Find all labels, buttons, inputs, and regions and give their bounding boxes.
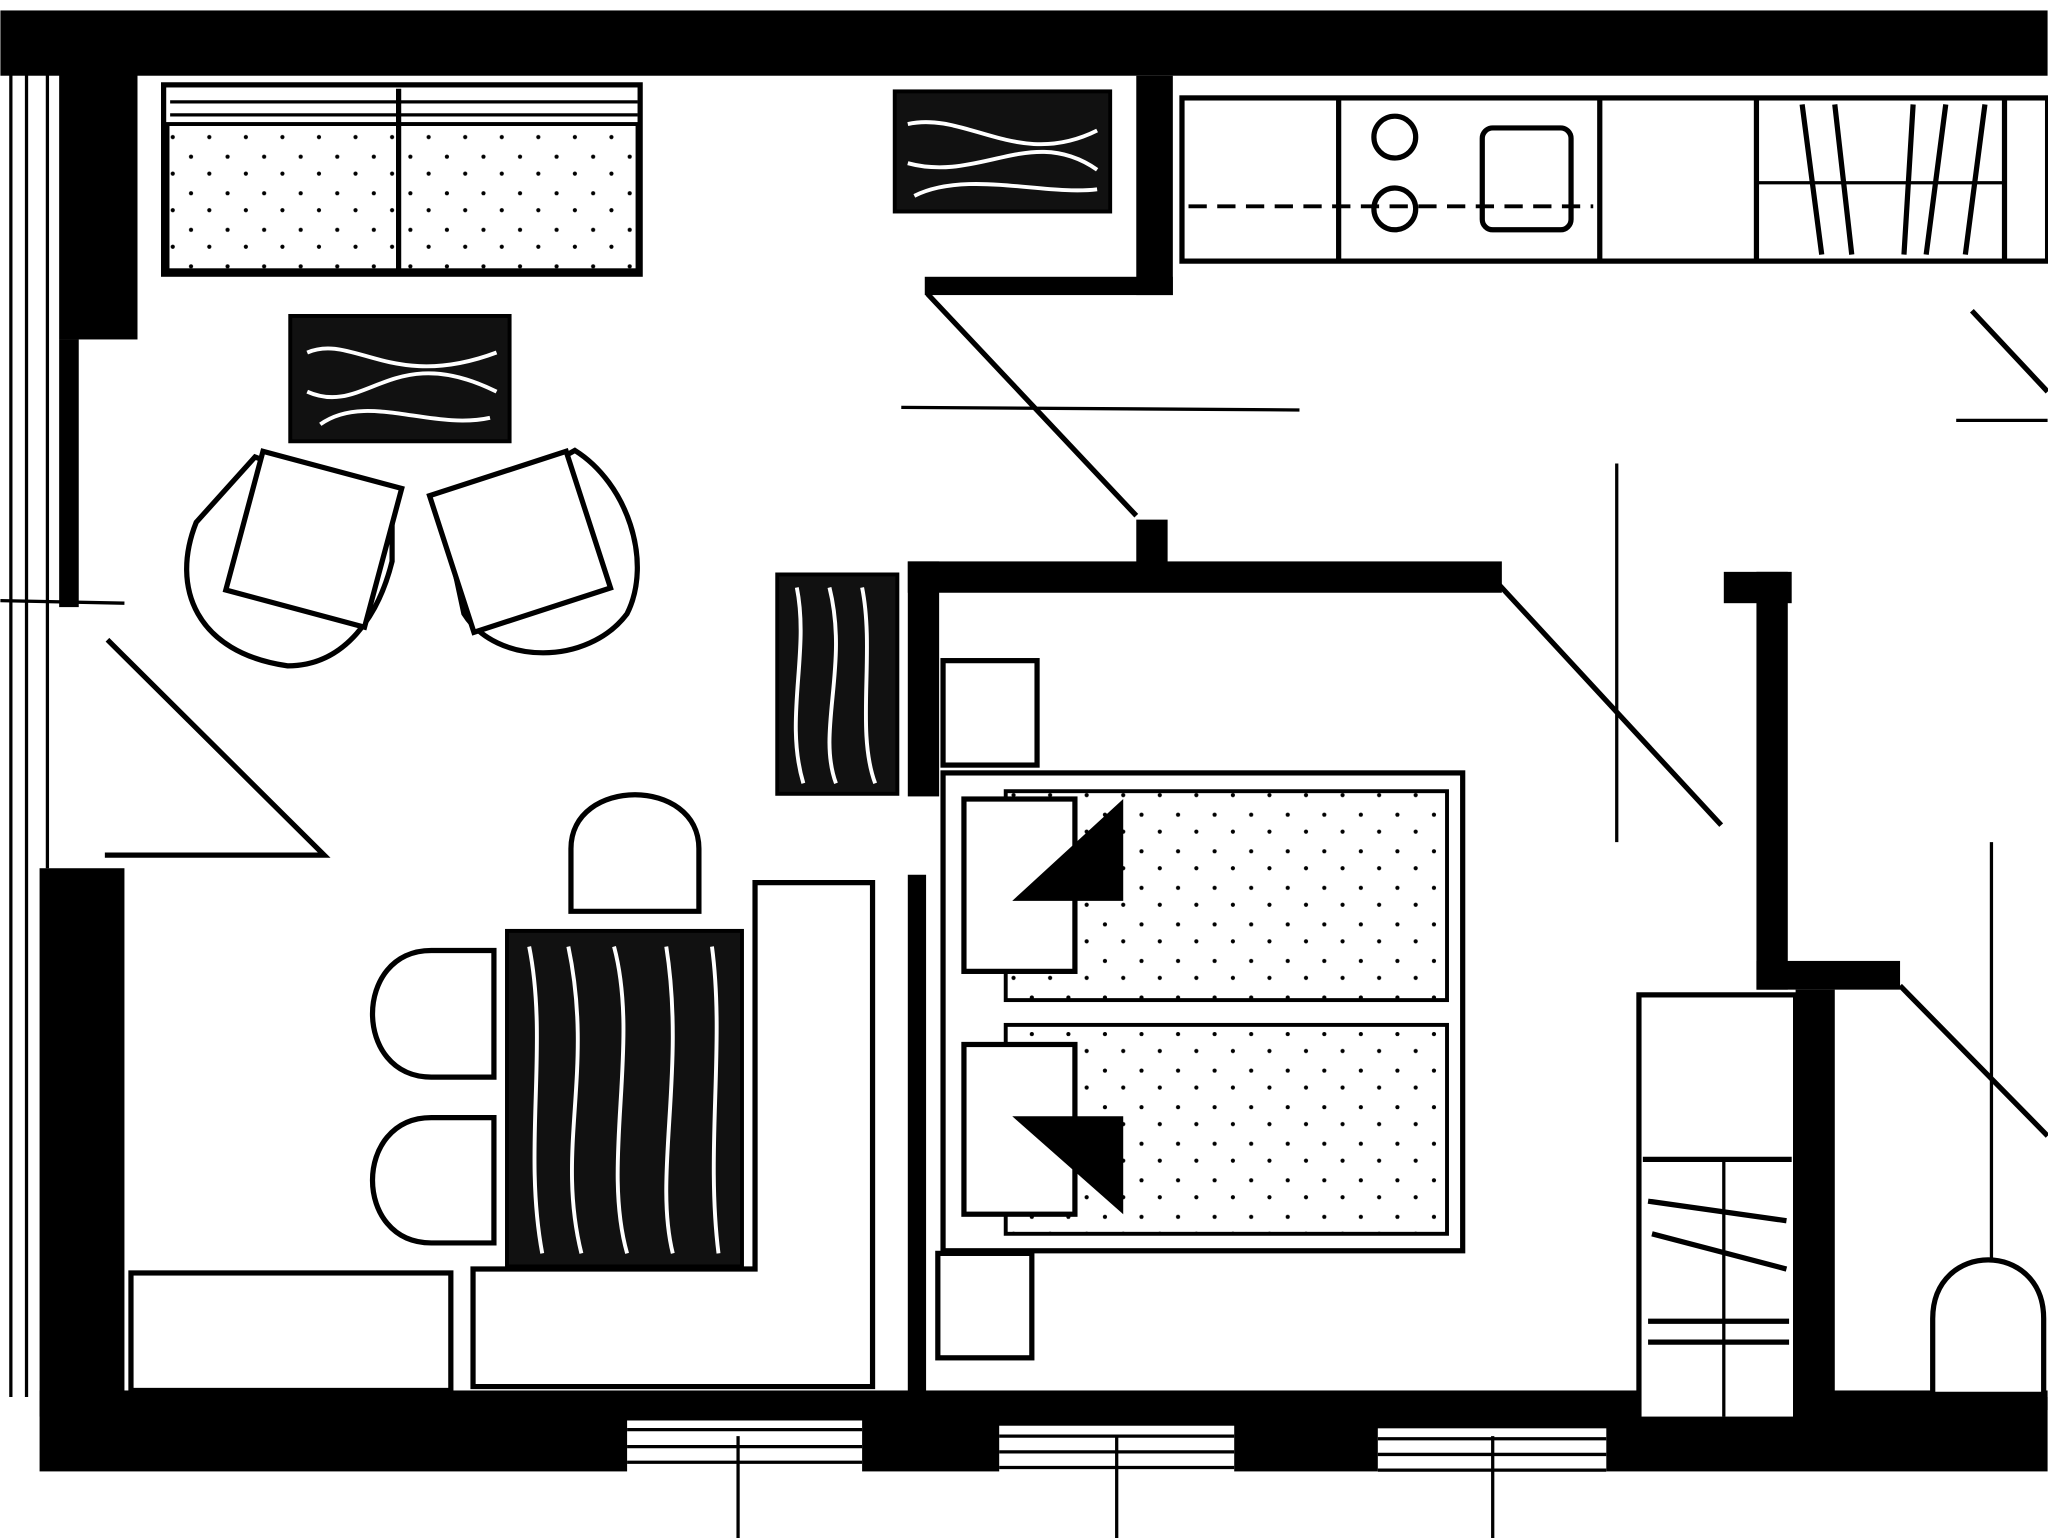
bottom-windows (627, 1420, 1607, 1538)
cabinet (775, 572, 900, 796)
double-bed (940, 770, 1466, 1254)
armchair-left (184, 448, 405, 669)
counters (128, 879, 876, 1394)
kitchen-counter (1179, 95, 2048, 264)
left-window (0, 71, 125, 1397)
sofa (160, 82, 643, 277)
dining-table (505, 928, 744, 1269)
side-table (892, 89, 1113, 214)
toilet (1930, 1257, 2047, 1397)
nightstands (935, 658, 1040, 1361)
interior-walls (907, 75, 2048, 1411)
armchair-right (426, 447, 640, 656)
dining-chairs (370, 792, 702, 1246)
wardrobe (1636, 992, 1799, 1422)
coffee-table (288, 313, 512, 444)
